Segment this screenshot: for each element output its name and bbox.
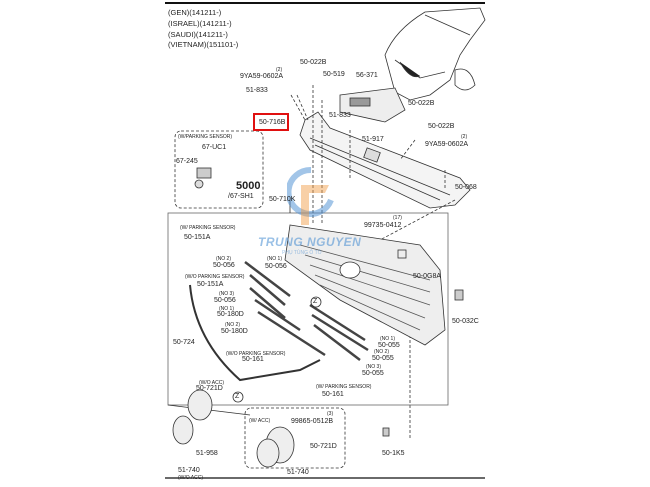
part-label[interactable]: 50-721D (196, 385, 223, 392)
condition-label: (W/ ACC) (249, 418, 271, 424)
part-label[interactable]: 56-371 (356, 72, 378, 79)
header-line: (SAUDI)(141211-) (168, 30, 228, 39)
qty-label: (17) (393, 215, 402, 221)
part-label[interactable]: 50-180D (221, 328, 248, 335)
part-label[interactable]: 50-180D (217, 311, 244, 318)
molding-part (189, 284, 321, 382)
part-label[interactable]: 50-151A (184, 234, 211, 241)
radiator-grille-part (284, 224, 446, 346)
part-label[interactable]: 51-833 (246, 87, 268, 94)
part-label[interactable]: 50-151A (197, 281, 224, 288)
part-label[interactable]: 50-724 (173, 339, 195, 346)
part-label[interactable]: 50-161 (322, 391, 344, 398)
z-marker-b (310, 296, 322, 308)
condition-label: (W/O PARKING SENSOR) (226, 351, 286, 357)
part-label[interactable]: 51-740 (178, 467, 200, 474)
grille-bars (244, 261, 369, 361)
clip-50-0G8A (397, 249, 407, 259)
variant-label: (NO 2) (374, 349, 389, 355)
variant-label: (NO 3) (366, 364, 381, 370)
qty-label: (2) (461, 134, 468, 140)
part-label[interactable]: 51-958 (196, 450, 218, 457)
part-label[interactable]: 51-917 (362, 136, 384, 143)
part-label[interactable]: 67-245 (176, 158, 198, 165)
condition-label: (W/ PARKING SENSOR) (316, 384, 372, 390)
acc-group-box (244, 407, 346, 469)
part-label[interactable]: 50-022B (300, 59, 327, 66)
part-label[interactable]: 51-740 (287, 469, 309, 476)
z-marker-a (232, 391, 244, 403)
variant-label: (NO 1) (267, 256, 282, 262)
part-label[interactable]: 50-056 (214, 297, 236, 304)
part-label[interactable]: 99865-0512B (291, 418, 334, 425)
condition-label: (W/O PARKING SENSOR) (185, 274, 245, 280)
watermark-sub: PHỤ TÙNG Ô TÔ (282, 250, 322, 256)
parking-sensor-group-box (174, 130, 264, 209)
part-label[interactable]: 67-UC1 (202, 144, 227, 151)
header-line: (ISRAEL)(141211-) (168, 19, 232, 28)
condition-label: (W/ PARKING SENSOR) (180, 225, 236, 231)
variant-label: (NO 2) (225, 322, 240, 328)
z-marker-label: Z (235, 393, 240, 400)
watermark-logo (287, 166, 334, 225)
part-label[interactable]: 9YA59-0602A (425, 141, 469, 148)
part-label[interactable]: 50-055 (372, 355, 394, 362)
part-label[interactable]: 50-161 (242, 356, 264, 363)
part-label[interactable]: 50-056 (213, 262, 235, 269)
sensor-part (196, 167, 212, 179)
part-label[interactable]: 50-022B (428, 123, 455, 130)
part-label[interactable]: 50-055 (378, 342, 400, 349)
highlighted-part-box (253, 113, 289, 131)
part-label-highlighted[interactable]: 50-716B (259, 119, 286, 126)
part-label[interactable]: 5000 (236, 180, 261, 192)
part-label[interactable]: 50-710K (269, 196, 296, 203)
part-label[interactable]: 50-519 (323, 71, 345, 78)
vehicle-illustration (384, 7, 486, 101)
header-line: (VIETNAM)(151101-) (168, 40, 239, 49)
part-label[interactable]: 50-721D (310, 443, 337, 450)
condition-label: (W/O ACC) (199, 380, 224, 386)
condition-label: (W/O ACC) (178, 475, 203, 481)
part-label[interactable]: /67-SH1 (228, 193, 254, 200)
part-label[interactable]: 50-068 (455, 184, 477, 191)
variant-label: (NO 1) (219, 306, 234, 312)
condition-label: (W/PARKING SENSOR) (178, 134, 233, 140)
part-label[interactable]: 50-032C (452, 318, 479, 325)
radiator-shroud-part (299, 87, 471, 209)
emblem-wo-acc (187, 389, 213, 421)
variant-label: (NO 3) (219, 291, 234, 297)
header-line: (GEN)(141211-) (168, 8, 222, 17)
part-label[interactable]: 9YA59-0602A (240, 73, 284, 80)
part-label[interactable]: 99735-0412 (364, 222, 402, 229)
part-label[interactable]: 50-0G8A (413, 273, 442, 280)
variant-label: (NO 2) (216, 256, 231, 262)
watermark-brand: TRUNG NGUYEN (258, 235, 362, 249)
qty-label: (2) (276, 67, 283, 73)
part-label[interactable]: 50-055 (362, 370, 384, 377)
part-label[interactable]: 50-022B (408, 100, 435, 107)
variant-label: (NO 1) (380, 336, 395, 342)
part-label[interactable]: 50-1K5 (382, 450, 405, 457)
part-label[interactable]: 51-833 (329, 112, 351, 119)
qty-label: (3) (327, 411, 334, 417)
z-marker-label: Z (313, 298, 318, 305)
part-label[interactable]: 50-056 (265, 263, 287, 270)
